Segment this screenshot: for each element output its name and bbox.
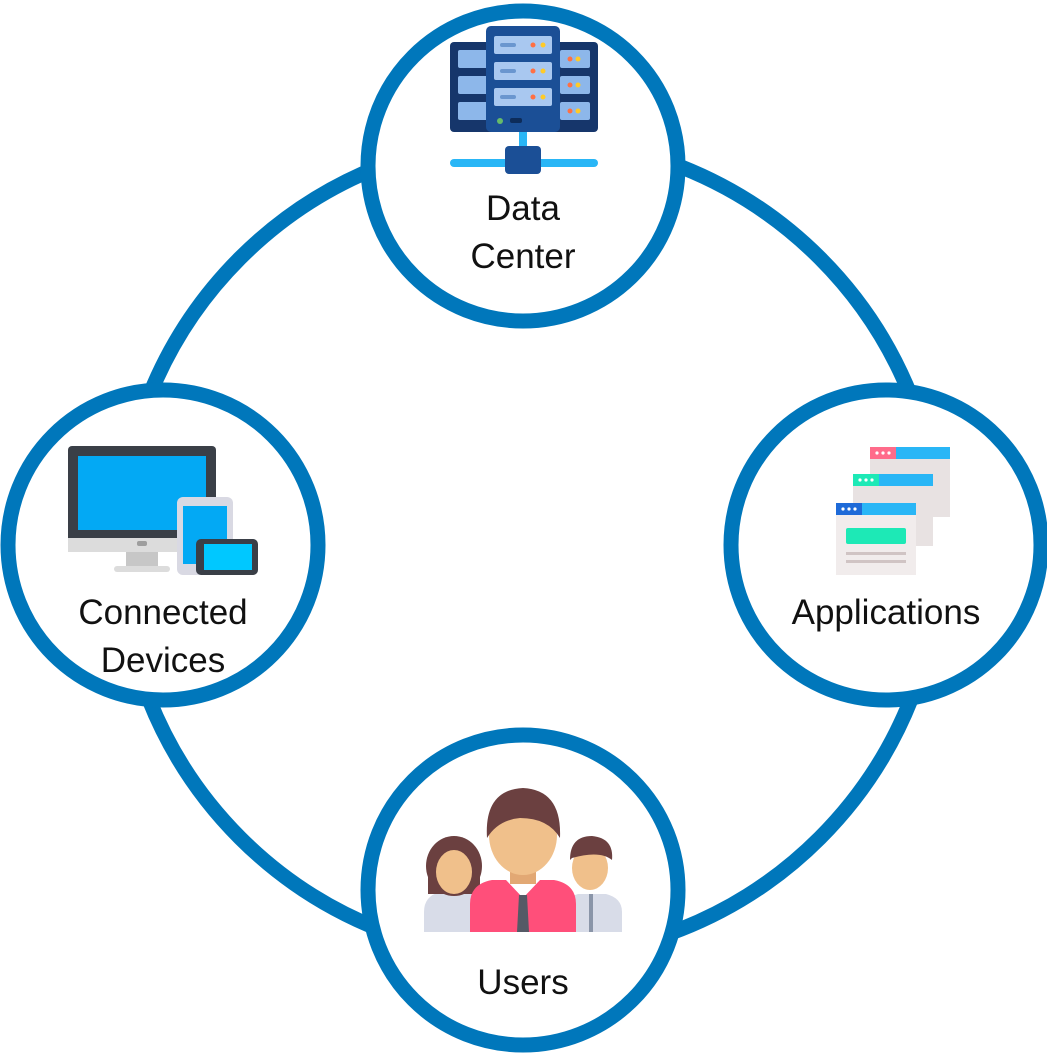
node-label-line2: Center xyxy=(470,237,575,276)
node-label-line1: Connected xyxy=(78,593,247,632)
node-label-line1: Data xyxy=(486,189,560,228)
server-rack-icon xyxy=(450,26,598,174)
node-label: Applications xyxy=(792,593,981,632)
users-group-icon xyxy=(424,788,622,932)
app-windows-icon xyxy=(836,447,950,575)
node-connected-devices: Connected Devices xyxy=(0,382,326,708)
node-label: Users xyxy=(477,963,568,1002)
node-data-center: Data Center xyxy=(360,3,686,329)
node-users: Users xyxy=(360,727,686,1053)
node-label-line2: Devices xyxy=(101,641,225,680)
node-applications: Applications xyxy=(723,382,1047,708)
devices-icon xyxy=(68,446,258,575)
